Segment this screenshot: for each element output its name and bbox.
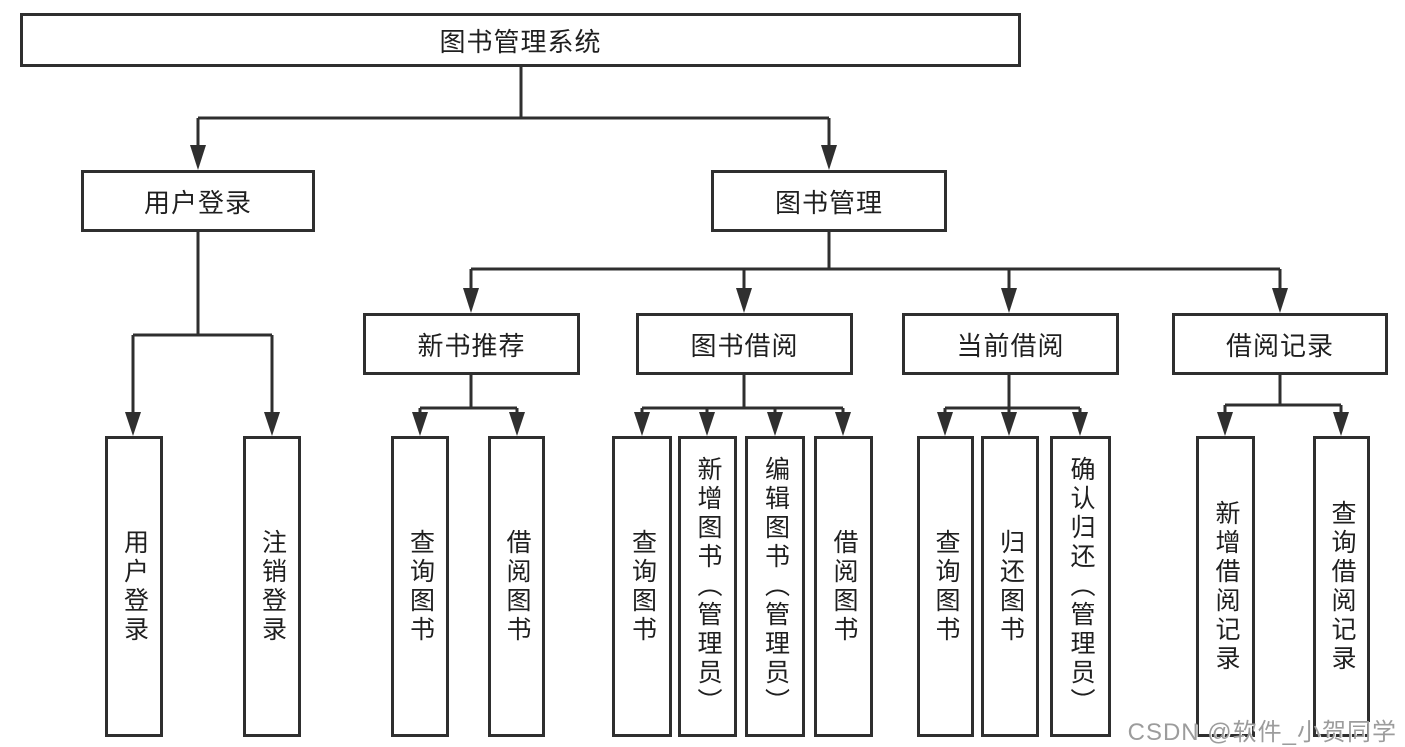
watermark: CSDN @软件_小贺同学 [1127,719,1397,746]
arrow-icon [821,145,837,170]
node-leaf-add-books-admin: 新增图书（管理员） [678,436,737,737]
node-leaf-query-books-2: 查询图书 [612,436,672,737]
node-leaf-query-books-3: 查询图书 [917,436,974,737]
node-leaf-logout: 注销登录 [243,436,301,737]
node-leaf-query-borrow-record: 查询借阅记录 [1313,436,1370,737]
node-leaf-borrow-books-1: 借阅图书 [488,436,545,737]
node-leaf-add-borrow-record: 新增借阅记录 [1196,436,1255,737]
node-leaf-return-books: 归还图书 [981,436,1039,737]
node-leaf-confirm-return-admin: 确认归还（管理员） [1050,436,1111,737]
arrow-icon [1072,412,1088,436]
arrow-icon [1333,412,1349,436]
node-leaf-query-books-1: 查询图书 [391,436,449,737]
arrow-icon [1272,288,1288,313]
node-leaf-borrow-books-2: 借阅图书 [814,436,873,737]
node-current-borrowing: 当前借阅 [902,313,1119,375]
node-borrowing-records: 借阅记录 [1172,313,1388,375]
node-leaf-user-login: 用户登录 [105,436,163,737]
node-library-management-system: 图书管理系统 [20,13,1021,67]
arrow-icon [699,412,715,436]
node-book-management: 图书管理 [711,170,947,232]
arrow-icon [634,412,650,436]
arrow-icon [509,412,525,436]
arrow-icon [767,412,783,436]
node-user-login: 用户登录 [81,170,315,232]
node-leaf-edit-books-admin: 编辑图书（管理员） [745,436,805,737]
arrow-icon [190,145,206,170]
arrow-icon [264,412,280,436]
arrow-icon [937,412,953,436]
arrow-icon [1217,412,1233,436]
node-book-borrowing: 图书借阅 [636,313,853,375]
arrow-icon [463,288,479,313]
arrow-icon [125,412,141,436]
arrow-icon [1001,412,1017,436]
node-new-book-recommend: 新书推荐 [363,313,580,375]
arrow-icon [736,288,752,313]
arrow-icon [835,412,851,436]
arrow-icon [1001,288,1017,313]
arrow-icon [412,412,428,436]
